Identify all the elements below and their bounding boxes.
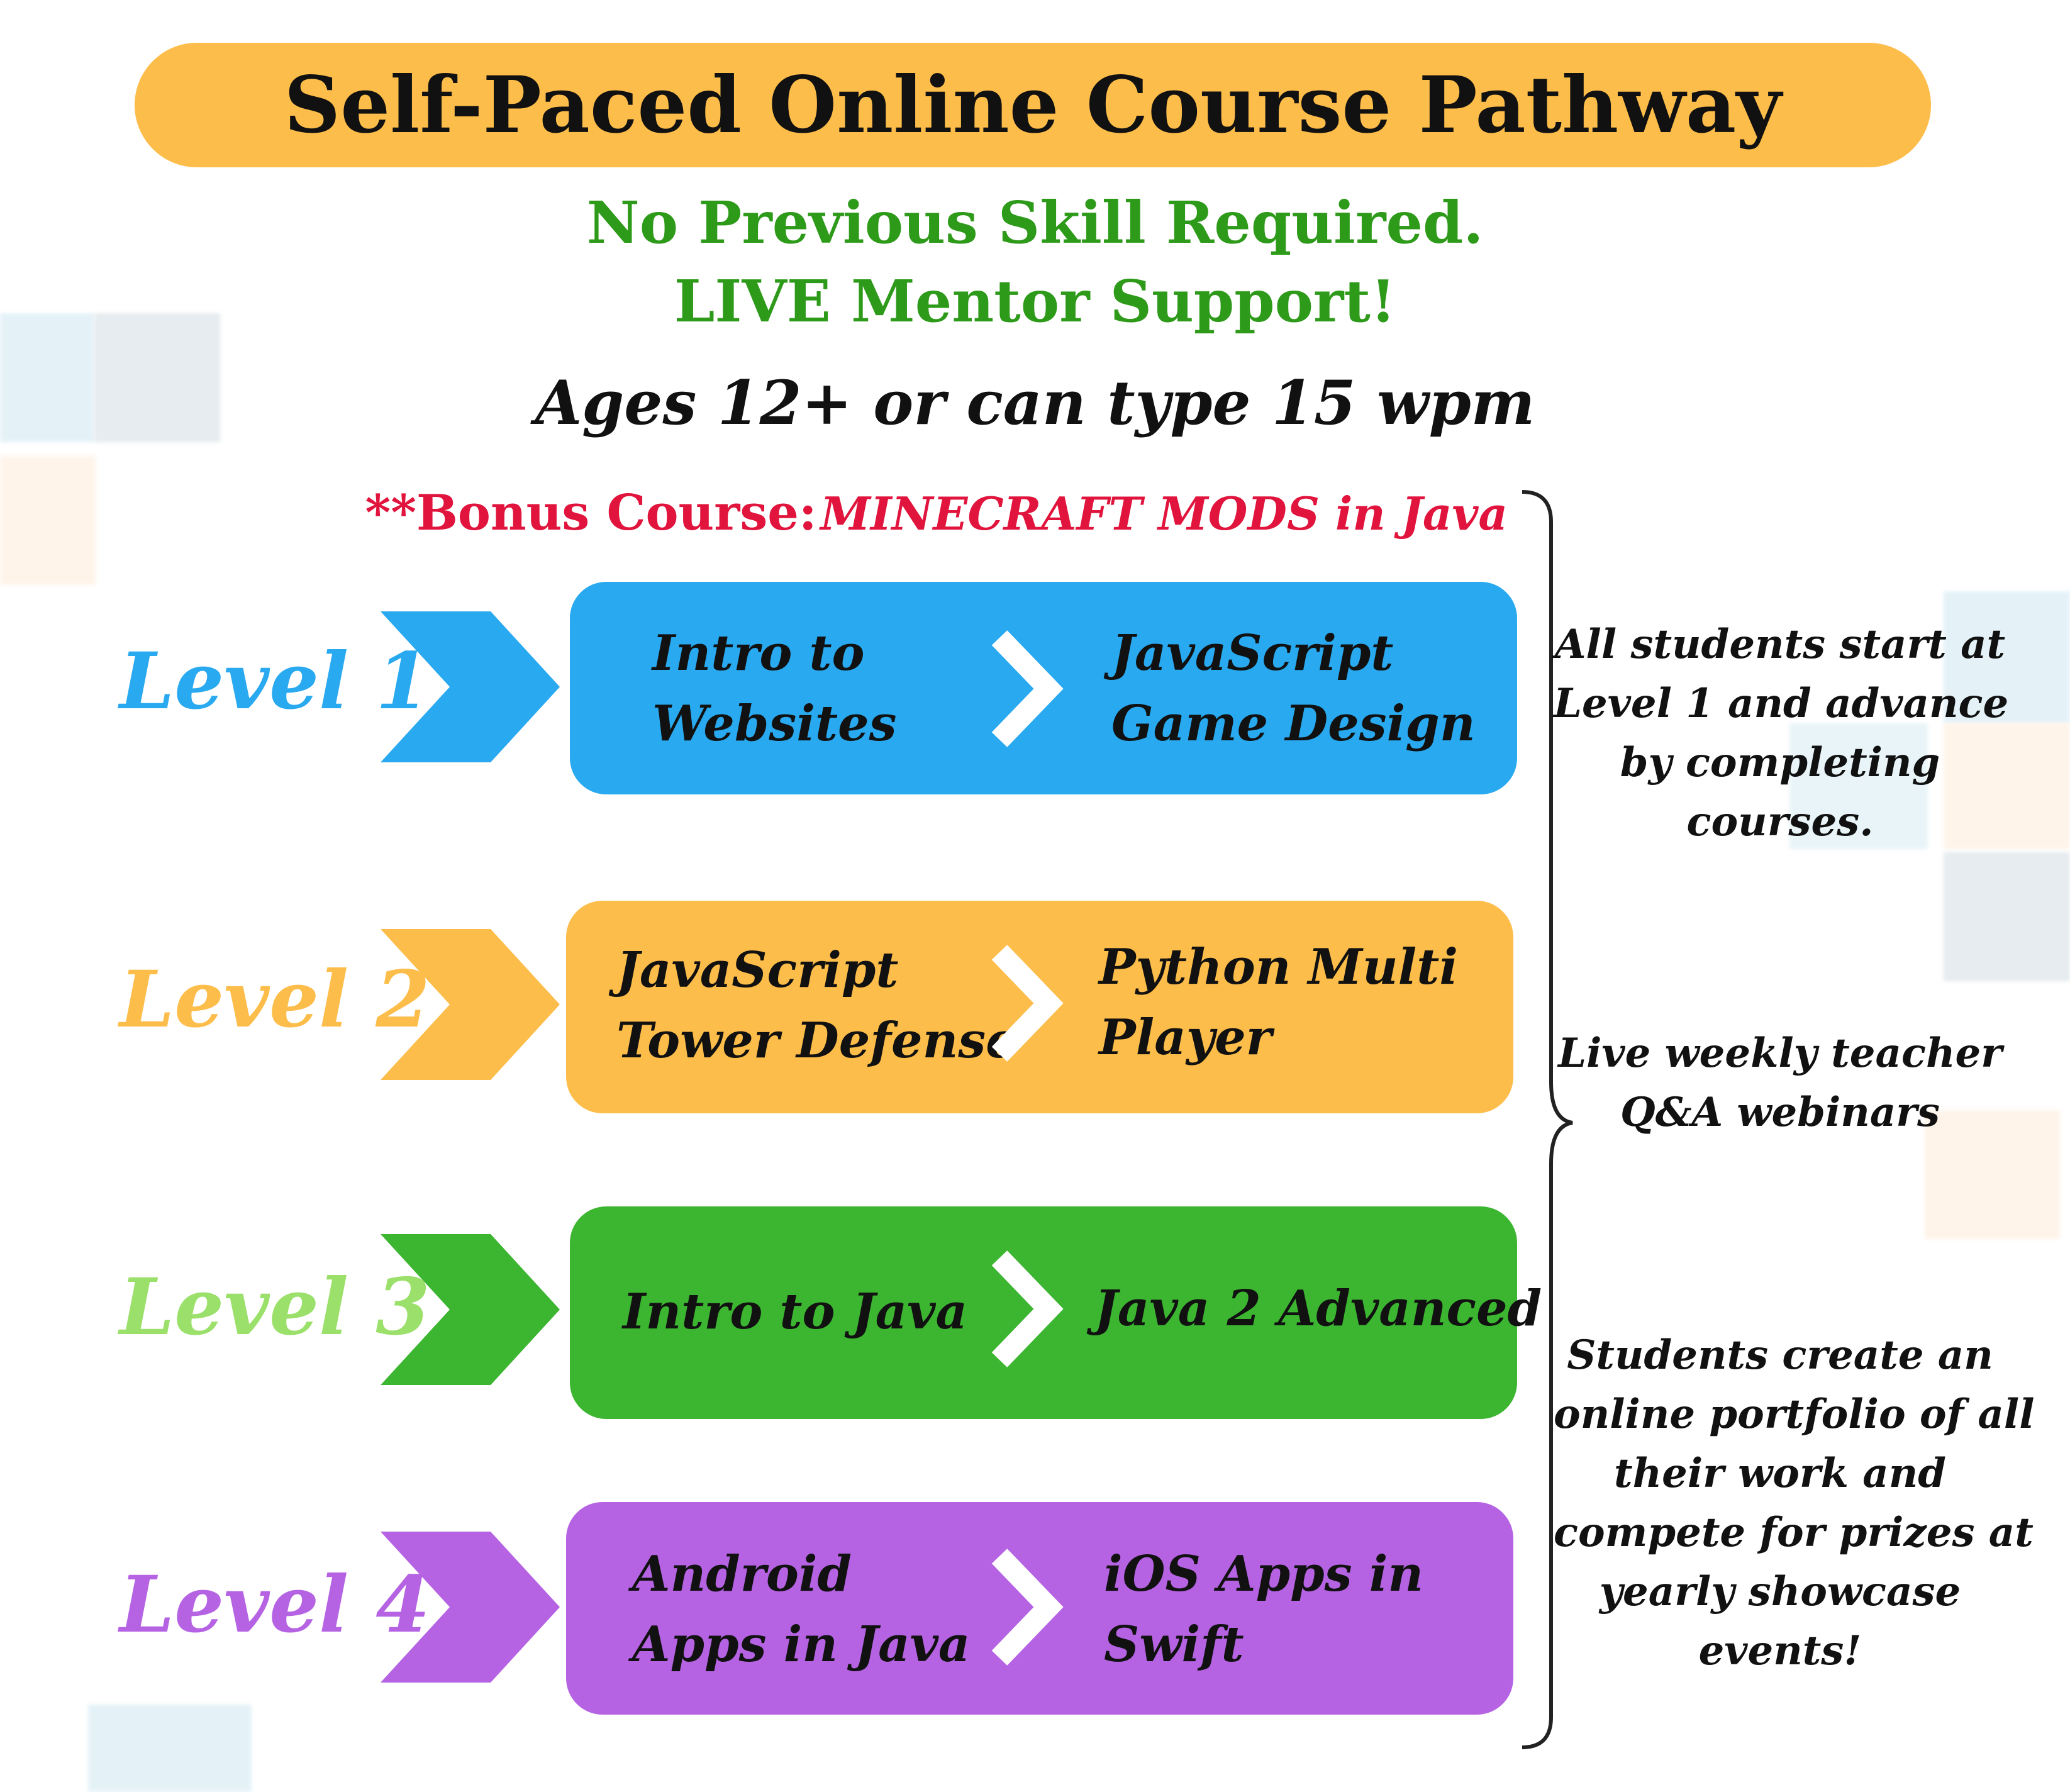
course-line: JavaScript xyxy=(616,942,899,999)
subtitle-line: LIVE Mentor Support! xyxy=(674,267,1396,335)
course-line: Apps in Java xyxy=(632,1616,971,1673)
level-3-label: Level 3 xyxy=(120,1262,430,1353)
grouping-brace xyxy=(1522,490,1573,1749)
note-line: All students start at xyxy=(1554,621,2006,668)
note-webinars: Live weekly teacher Q&A webinars xyxy=(1554,1024,2006,1142)
page-title: Self-Paced Online Course Pathway xyxy=(284,59,1782,151)
course-line: Game Design xyxy=(1111,695,1476,752)
bonus-course: **Bonus Course: MINECRAFT MODS in Java xyxy=(365,484,1508,542)
course-line: Swift xyxy=(1104,1616,1244,1673)
level-3-chevron-icon xyxy=(381,1234,560,1385)
decor-square xyxy=(1789,723,1928,849)
level-1-chevron-icon xyxy=(381,611,560,762)
note-progression: All students start at Level 1 and advanc… xyxy=(1554,615,2009,852)
note-line: Students create an xyxy=(1567,1332,1993,1379)
level-4-chevron-icon xyxy=(381,1532,560,1683)
bonus-course-name: MINECRAFT MODS in Java xyxy=(820,487,1508,540)
decor-square xyxy=(94,313,220,442)
course-line: Player xyxy=(1099,1009,1272,1066)
level-2-course-2: Python Multi Player xyxy=(1099,932,1458,1073)
level-4-course-1: Android Apps in Java xyxy=(632,1539,970,1680)
decor-square xyxy=(0,313,94,442)
level-1-course-1: Intro to Websites xyxy=(652,618,897,759)
note-line: by completing xyxy=(1620,739,1940,786)
decor-square xyxy=(1944,852,2070,981)
decor-square xyxy=(0,456,96,585)
course-line: Websites xyxy=(652,695,897,752)
subtitle-line: No Previous Skill Required. xyxy=(586,189,1484,257)
level-2-course-1: JavaScript Tower Defense xyxy=(616,935,1017,1076)
decor-square xyxy=(1925,1110,2060,1239)
level-1-label: Level 1 xyxy=(120,636,430,727)
note-line: courses. xyxy=(1686,798,1874,845)
course-line: Java 2 Advanced xyxy=(1094,1280,1542,1337)
course-line: Intro to xyxy=(652,625,865,682)
course-line: Python Multi xyxy=(1099,938,1458,996)
note-line: Level 1 and advance xyxy=(1554,680,2009,727)
note-line: events! xyxy=(1698,1627,1862,1674)
note-line: Q&A webinars xyxy=(1620,1089,1940,1136)
course-line: Intro to Java xyxy=(623,1283,968,1340)
note-line: yearly showcase xyxy=(1599,1568,1961,1615)
course-line: Tower Defense xyxy=(616,1012,1017,1069)
decor-square xyxy=(1944,723,2070,849)
level-4-label: Level 4 xyxy=(120,1559,430,1650)
note-line: compete for prizes at xyxy=(1554,1509,2034,1556)
level-2-chevron-icon xyxy=(381,929,560,1080)
bonus-label: **Bonus Course: xyxy=(365,484,817,542)
level-1-next-arrow-icon xyxy=(991,630,1064,747)
level-4-course-2: iOS Apps in Swift xyxy=(1104,1539,1423,1680)
course-line: JavaScript xyxy=(1111,625,1394,682)
course-line: Android xyxy=(632,1545,852,1603)
course-line: iOS Apps in xyxy=(1104,1545,1424,1603)
level-3-course-2: Java 2 Advanced xyxy=(1094,1274,1542,1344)
decor-square xyxy=(1944,591,2070,723)
level-1-course-2: JavaScript Game Design xyxy=(1111,618,1476,759)
note-line: their work and xyxy=(1614,1450,1946,1497)
level-2-label: Level 2 xyxy=(120,954,430,1045)
level-2-next-arrow-icon xyxy=(991,945,1064,1062)
ages-requirement: Ages 12+ or can type 15 wpm xyxy=(535,367,1535,438)
note-line: online portfolio of all xyxy=(1554,1391,2035,1438)
level-3-next-arrow-icon xyxy=(991,1250,1064,1367)
note-portfolio: Students create an online portfolio of a… xyxy=(1554,1326,2035,1681)
level-4-next-arrow-icon xyxy=(991,1549,1064,1666)
decor-square xyxy=(88,1705,252,1792)
title-banner: Self-Paced Online Course Pathway xyxy=(135,43,1931,167)
level-3-course-1: Intro to Java xyxy=(623,1277,967,1347)
note-line: Live weekly teacher xyxy=(1558,1030,2002,1077)
